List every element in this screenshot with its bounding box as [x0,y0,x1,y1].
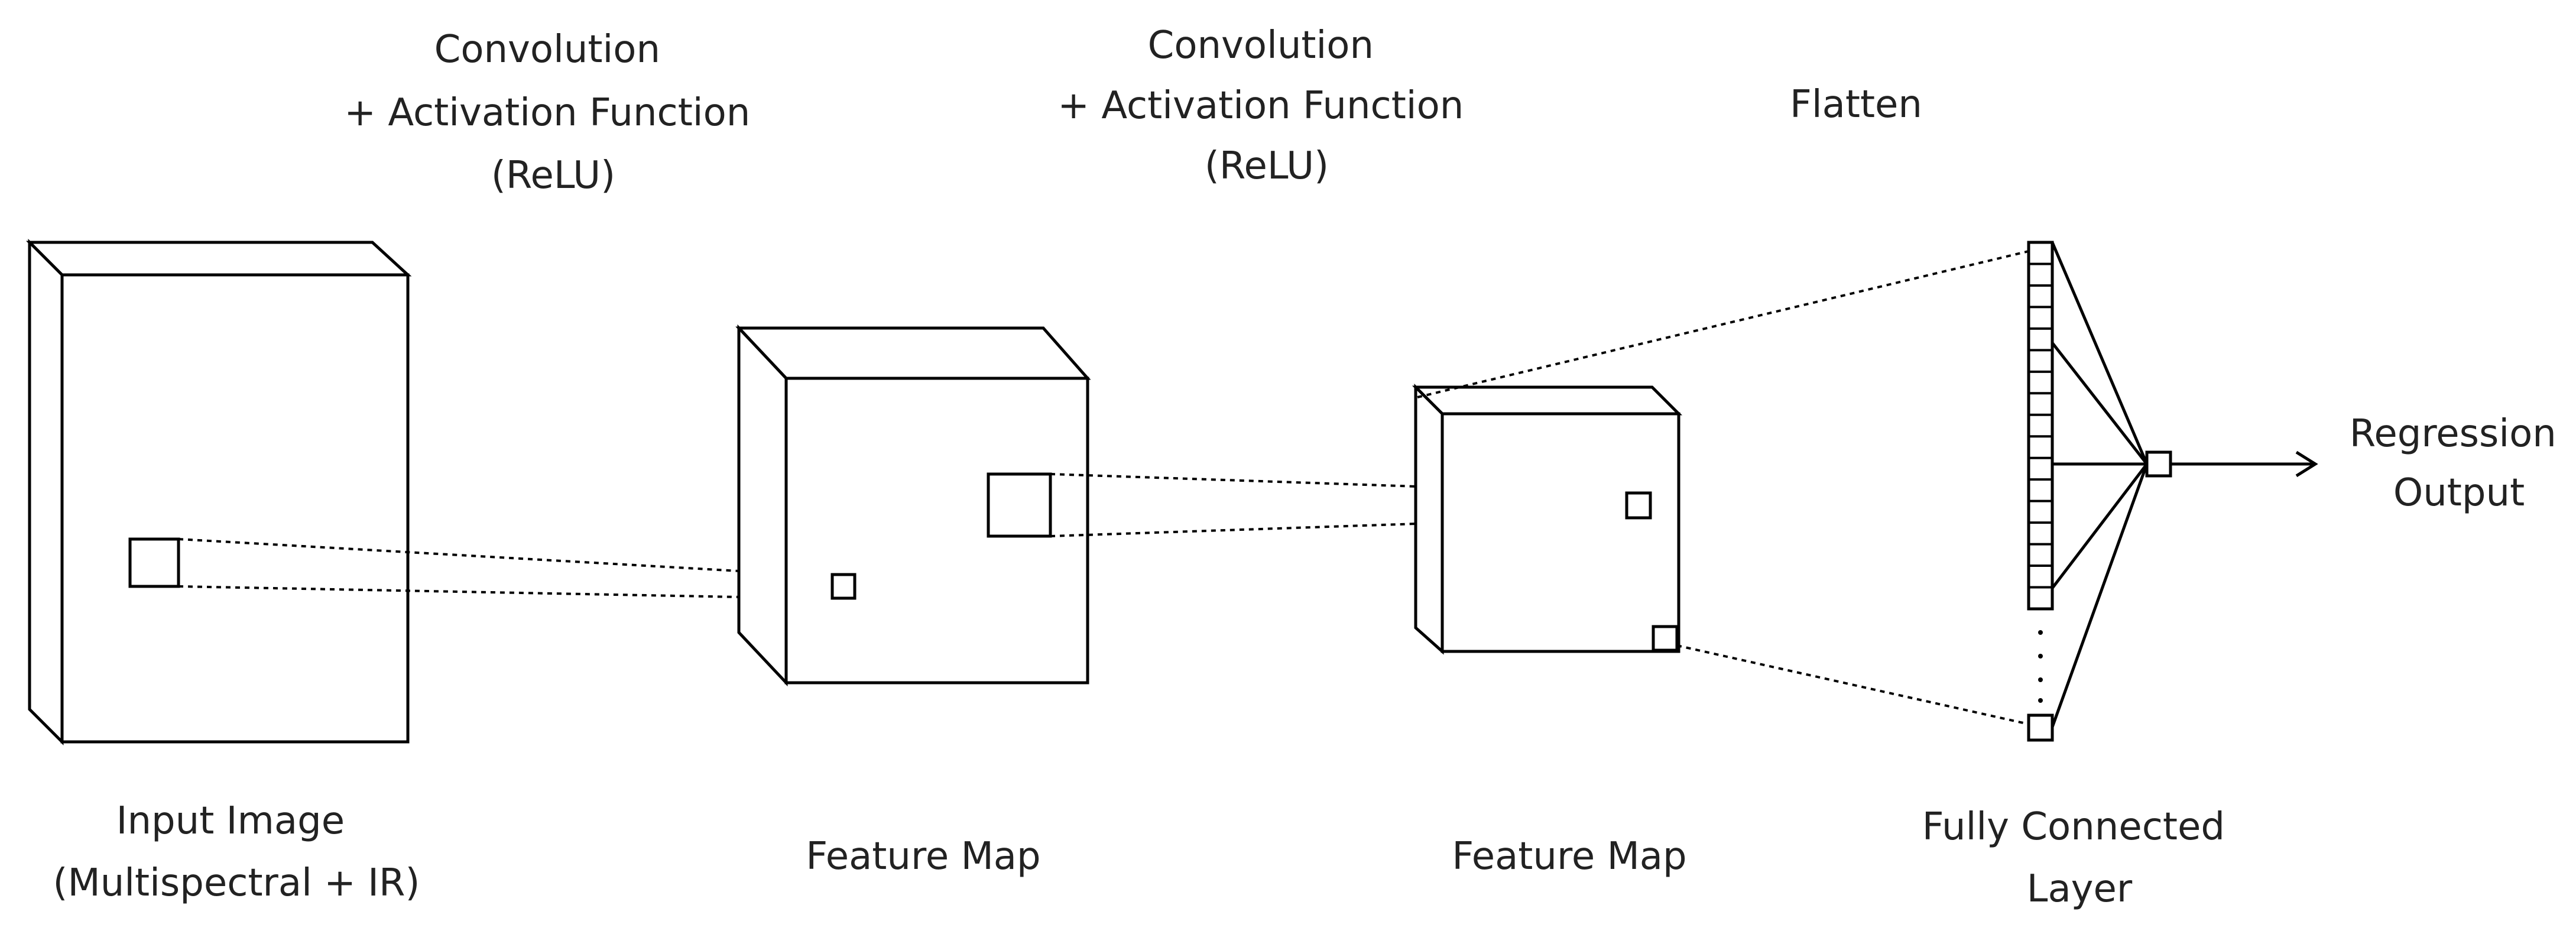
conv2-label: Convolution + Activation Function (ReLU) [1057,24,1475,188]
feature-map-1-side-face [737,324,788,687]
feature-map-1-top-face [735,326,1091,380]
feature-map-1-kernel-window [987,472,1052,538]
projection-to-flatten-vector [1417,250,2029,725]
conv1-label: Convolution + Activation Function (ReLU) [344,28,762,197]
output-arrow [2171,450,2318,478]
feature-map-1-receptive-cell [830,573,856,600]
feature-map-2-label: Feature Map [1452,835,1686,878]
ellipsis-dot [2038,630,2043,635]
flatten-label: Flatten [1790,83,1922,126]
fully-connected-links [2051,242,2149,728]
projection-feature-map-1-to-feature-map-2 [1050,473,1627,537]
input-image-label: Input Image (Multispectral + IR) [53,799,420,905]
flatten-vector-column [2027,241,2054,611]
fully-connected-label: Fully Connected Layer [1922,805,2237,911]
input-block-top-face [25,241,412,277]
feature-map-2-block [1412,383,1683,655]
flatten-vector [2027,241,2054,742]
feature-map-1-block [735,324,1091,687]
input-block-side-face [28,238,64,746]
feature-map-1-label: Feature Map [806,835,1040,878]
ellipsis-dot [2038,654,2043,658]
feature-map-2-side-face [1414,383,1444,655]
input-image-block [25,238,412,746]
input-block-front-face [60,273,410,744]
flatten-vector-last-cell [2027,713,2054,742]
feature-map-2-corner-cell [1652,625,1679,652]
input-kernel-window [128,537,180,588]
feature-map-2-top-face [1412,385,1683,416]
feature-map-2-front-face [1441,412,1680,653]
feature-map-2-receptive-cell [1625,491,1652,520]
ellipsis-dot [2038,677,2043,682]
output-node [2145,450,2172,478]
ellipsis-dot [2038,698,2043,703]
regression-output-label: Regression Output [2350,412,2568,515]
